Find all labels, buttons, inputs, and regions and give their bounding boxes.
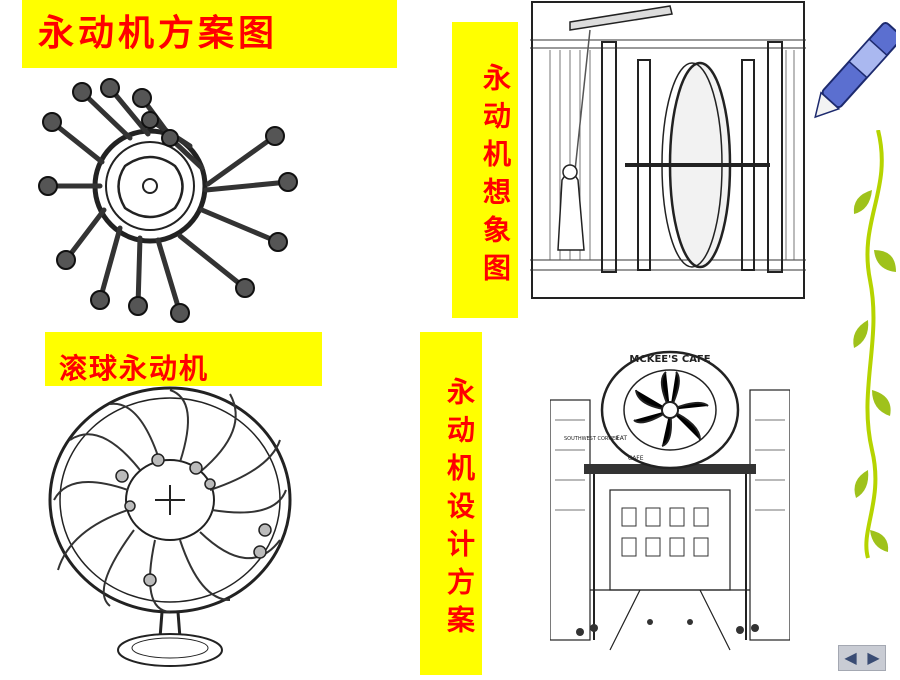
design-label: 永动机设计方案 — [420, 332, 482, 675]
main-title: 永动机方案图 — [22, 0, 397, 68]
rolling-ball-wheel-drawing — [48, 386, 292, 667]
slide-navigation: ◀ ▶ — [838, 645, 886, 671]
vine-decoration — [853, 130, 896, 559]
prev-slide-button[interactable]: ◀ — [844, 648, 857, 667]
pen-icon — [814, 22, 896, 119]
cafe-street-drawing: MCKEE'S CAFE SOUTHWEST CORNER EAT CAFE — [550, 340, 790, 660]
rolling-ball-title: 滚球永动机 — [45, 332, 322, 386]
imagined-wheel-drawing — [530, 1, 806, 299]
next-slide-button[interactable]: ▶ — [867, 648, 880, 667]
imagine-label: 永动机想象图 — [452, 22, 518, 318]
cafe-board-text: CAFE — [628, 455, 644, 462]
cafe-sign-text: MCKEE'S CAFE — [629, 354, 710, 365]
cafe-eat-text: EAT — [616, 435, 627, 442]
cafe-side-text: SOUTHWEST CORNER — [564, 436, 619, 442]
spoked-wheel-drawing — [38, 78, 298, 323]
